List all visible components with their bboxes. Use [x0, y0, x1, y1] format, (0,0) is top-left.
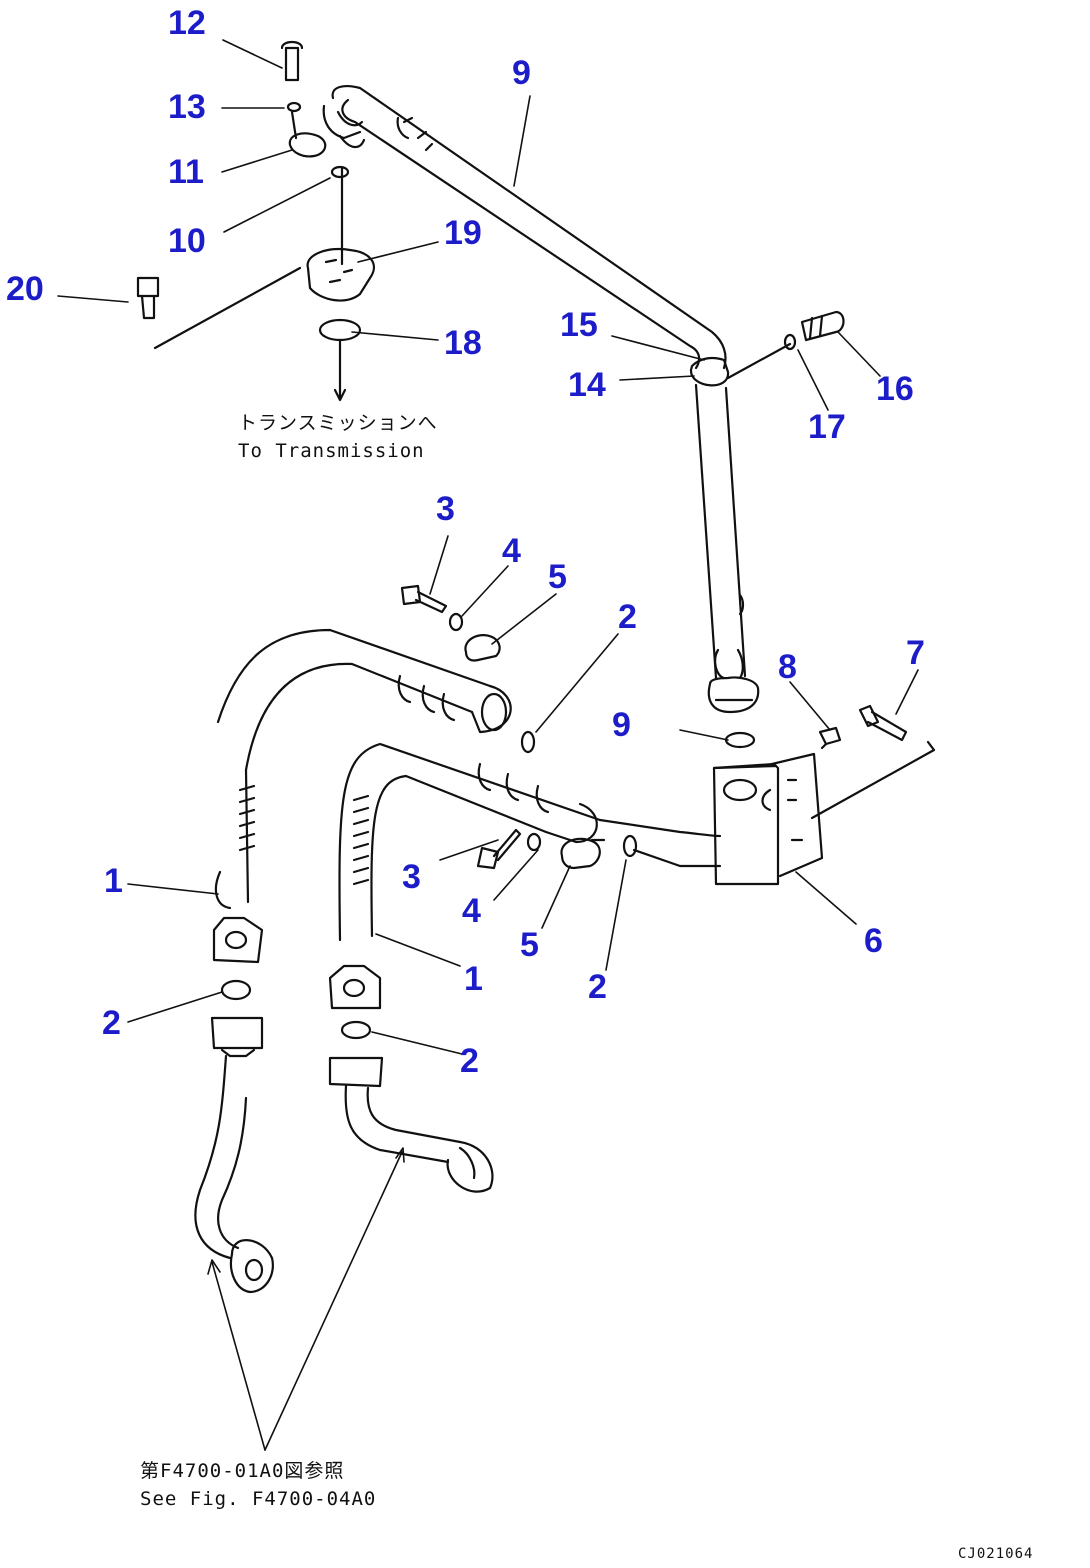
callout-18: 18 [444, 324, 482, 362]
right-large-hose [338, 742, 602, 942]
callout-14: 14 [568, 366, 606, 404]
callout-4-upper: 4 [502, 532, 521, 570]
callout-2-mid: 2 [588, 968, 607, 1006]
callout-9-top: 9 [512, 54, 531, 92]
callout-7: 7 [906, 634, 925, 672]
note-see-fig-en: See Fig. F4700-04A0 [140, 1488, 377, 1510]
callout-17: 17 [808, 408, 846, 446]
callout-3-upper: 3 [436, 490, 455, 528]
left-flanges [194, 916, 274, 1294]
callout-16: 16 [876, 370, 914, 408]
leader-lines [57, 39, 919, 1055]
note-transmission-en: To Transmission [238, 440, 425, 462]
note-see-fig-jp: 第F4700-01A0図参照 [140, 1460, 345, 1482]
callout-12: 12 [168, 4, 206, 42]
callout-4-lower: 4 [462, 892, 481, 930]
callout-3-lower: 3 [402, 858, 421, 896]
bolts-7-8 [810, 704, 936, 820]
callout-20: 20 [6, 270, 44, 308]
callout-13: 13 [168, 88, 206, 126]
drawing-code: CJ021064 [958, 1546, 1034, 1562]
right-flanges [328, 964, 494, 1193]
distribution-block [598, 752, 824, 886]
left-large-hose [214, 628, 512, 910]
callout-2-lower-right: 2 [460, 1042, 479, 1080]
callout-1-right: 1 [464, 960, 483, 998]
flange-and-gasket [136, 40, 375, 402]
callout-5-lower: 5 [520, 926, 539, 964]
callout-1-left: 1 [104, 862, 123, 900]
callout-2-upper: 2 [618, 598, 637, 636]
callout-11: 11 [168, 153, 204, 191]
callout-6: 6 [864, 922, 883, 960]
callout-8: 8 [778, 648, 797, 686]
hardware-3-4-5-lower [476, 828, 606, 870]
callout-2-lower-left: 2 [102, 1004, 121, 1042]
upper-pipe [322, 85, 727, 370]
callout-19: 19 [444, 214, 482, 252]
vertical-pipe [689, 356, 760, 714]
callout-15: 15 [560, 306, 598, 344]
callout-10: 10 [168, 222, 206, 260]
hardware-3-4-5-upper [400, 584, 501, 662]
clamp-bolts-14-17 [726, 310, 845, 380]
o-rings [520, 730, 756, 858]
note-transmission-jp: トランスミッションへ [238, 412, 438, 434]
reference-arrows [207, 1147, 405, 1451]
callout-9-mid: 9 [612, 706, 631, 744]
callout-5-upper: 5 [548, 558, 567, 596]
